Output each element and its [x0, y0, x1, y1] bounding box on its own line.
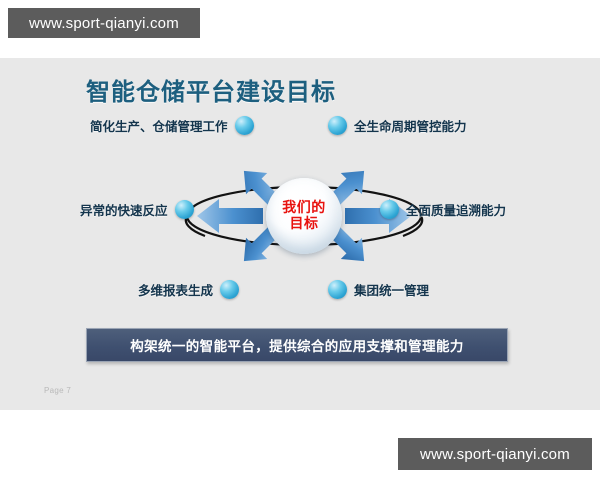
sphere-node-icon: [220, 280, 240, 299]
slide-content: 智能仓储平台建设目标: [28, 58, 572, 410]
diagram-node-bottom-left-label: 多维报表生成: [138, 284, 214, 298]
radial-diagram: 我们的 目标 简化生产、仓储管理工作 全生命周期管控能力 异常的快速反应 全面质…: [28, 110, 572, 335]
center-goal-line1: 我们的: [282, 199, 326, 216]
summary-banner-text: 构架统一的智能平台，提供综合的应用支撑和管理能力: [130, 339, 464, 354]
sphere-node-icon: [380, 200, 399, 219]
diagram-node-middle-right-label: 全面质量追溯能力: [406, 204, 507, 218]
watermark-bottom: www.sport-qianyi.com: [398, 438, 592, 470]
diagram-node-top-right[interactable]: 全生命周期管控能力: [328, 116, 467, 135]
diagram-node-middle-left[interactable]: 异常的快速反应: [80, 200, 194, 219]
watermark-top: www.sport-qianyi.com: [8, 8, 200, 38]
center-goal-orb: 我们的 目标: [266, 178, 342, 254]
watermark-top-text: www.sport-qianyi.com: [29, 14, 179, 32]
diagram-node-bottom-left[interactable]: 多维报表生成: [138, 280, 240, 299]
diagram-node-middle-right[interactable]: 全面质量追溯能力: [380, 200, 506, 219]
diagram-node-bottom-right-label: 集团统一管理: [354, 284, 430, 298]
diagram-node-top-right-label: 全生命周期管控能力: [354, 120, 467, 134]
center-goal-line2: 目标: [289, 215, 319, 231]
orbit-ring-right-cap: [402, 215, 424, 238]
watermark-bottom-text: www.sport-qianyi.com: [420, 445, 570, 463]
sphere-node-icon: [174, 200, 194, 219]
page-title: 智能仓储平台建设目标: [86, 79, 336, 106]
slide-canvas: 智能仓储平台建设目标: [0, 58, 600, 410]
diagram-node-top-left-label: 简化生产、仓储管理工作: [90, 120, 228, 134]
diagram-node-middle-left-label: 异常的快速反应: [80, 204, 168, 218]
diagram-node-top-left[interactable]: 简化生产、仓储管理工作: [90, 116, 254, 135]
sphere-node-icon: [234, 116, 254, 135]
diagram-node-bottom-right[interactable]: 集团统一管理: [328, 280, 429, 299]
page-number: Page 7: [44, 386, 72, 395]
sphere-node-icon: [328, 116, 347, 135]
sphere-node-icon: [328, 280, 347, 299]
arrow-to-middle-left: [197, 199, 263, 233]
summary-banner: 构架统一的智能平台，提供综合的应用支撑和管理能力: [86, 328, 508, 362]
